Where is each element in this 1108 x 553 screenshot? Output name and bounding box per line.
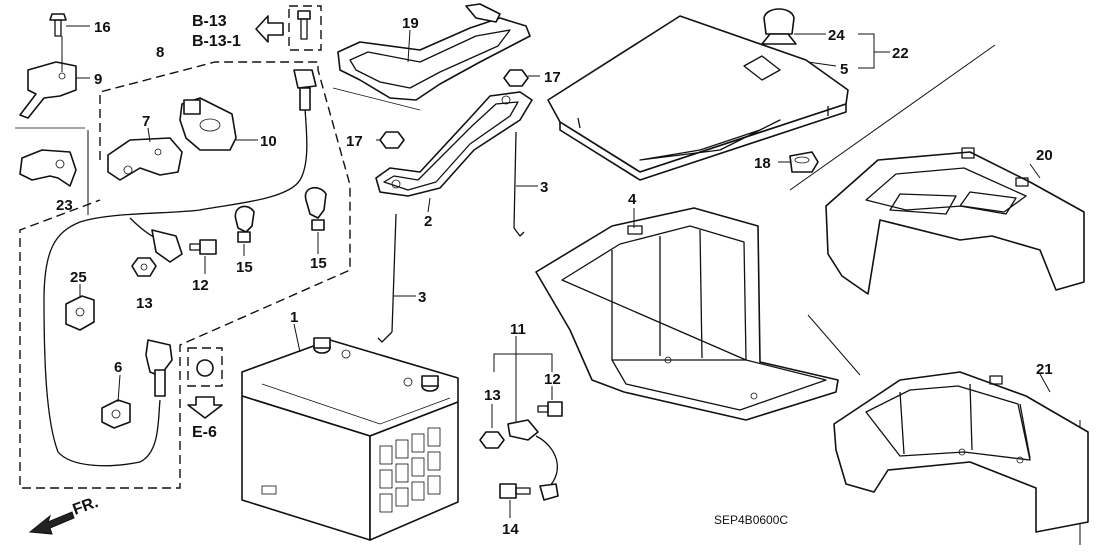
ref-e6: E-6 [192, 424, 217, 441]
nut-17-left [379, 131, 405, 149]
battery-rod-3-right [513, 131, 525, 237]
starter-cable-harness [43, 69, 317, 467]
bolt-14 [499, 483, 531, 499]
bolt-12-upper [189, 239, 217, 255]
ref-arrow-down-icon [187, 396, 223, 419]
nut-13-lower [479, 431, 505, 449]
bolt-icon [297, 10, 311, 40]
callout-13-upper: 13 [136, 295, 153, 312]
callout-1: 1 [290, 309, 298, 326]
callout-15-right: 15 [310, 255, 327, 272]
battery-hold-down-2 [375, 91, 533, 197]
battery-rod-3-left [377, 213, 397, 343]
callout-11: 11 [510, 321, 526, 338]
bolt-16 [49, 13, 67, 37]
clip-bracket-23 [19, 149, 77, 187]
nut-icon [196, 359, 214, 377]
callout-17-right: 17 [544, 69, 561, 86]
grommet-18 [789, 151, 819, 173]
battery-ground-cable-11 [507, 419, 559, 501]
svg-text:FR.: FR. [71, 494, 101, 519]
divider-line-right-1 [789, 44, 996, 191]
ref-box-nut [187, 347, 223, 387]
callout-23: 23 [56, 197, 73, 214]
callout-5: 5 [840, 61, 848, 78]
cable-clip-15-left [234, 205, 255, 243]
callout-19: 19 [402, 15, 419, 32]
callout-12-upper: 12 [192, 277, 209, 294]
diagram-code: SEP4B0600C [714, 513, 788, 527]
grommet-24 [761, 8, 797, 45]
battery-setting-plate-19 [337, 3, 531, 101]
terminal-bracket-7 [107, 137, 183, 181]
callout-20: 20 [1036, 147, 1053, 164]
callout-12-lower: 12 [544, 371, 561, 388]
cable-clip-6 [101, 399, 131, 429]
callout-22: 22 [892, 45, 909, 62]
callout-2: 2 [424, 213, 432, 230]
bolt-12-lower [537, 401, 563, 417]
front-arrow-icon: FR. [28, 494, 101, 535]
callout-4: 4 [628, 191, 637, 208]
callout-6: 6 [114, 359, 122, 376]
battery-1 [241, 337, 459, 541]
clip-bracket-9 [19, 36, 77, 119]
callout-3-left: 3 [418, 289, 426, 306]
callout-24: 24 [828, 27, 845, 44]
callout-7: 7 [142, 113, 150, 130]
battery-box-cover-5 [547, 15, 849, 181]
battery-box-lower-21 [833, 371, 1089, 533]
ref-arrow-left-icon [255, 15, 284, 43]
divider-line-top [332, 87, 421, 111]
callout-15-left: 15 [236, 259, 253, 276]
callout-14: 14 [502, 521, 519, 538]
terminal-cover-10 [179, 97, 237, 151]
callout-21: 21 [1036, 361, 1053, 378]
divider-line-right-2 [807, 314, 861, 376]
callout-8: 8 [156, 44, 164, 61]
nut-17-right [503, 69, 529, 87]
cable-clip-25 [65, 295, 95, 331]
callout-25: 25 [70, 269, 87, 286]
ref-box-bolt [288, 5, 322, 51]
ref-b13: B-13 [192, 13, 227, 30]
callout-9: 9 [94, 71, 102, 88]
callout-18: 18 [754, 155, 771, 172]
battery-box-upper-20 [825, 147, 1085, 295]
callout-13-lower: 13 [484, 387, 501, 404]
cable-clip-15-right [304, 187, 327, 231]
callout-16: 16 [94, 19, 111, 36]
callout-10: 10 [260, 133, 277, 150]
callout-17-left: 17 [346, 133, 363, 150]
nut-13-upper [131, 257, 157, 277]
ref-b13-1: B-13-1 [192, 33, 241, 50]
callout-labels: 16 9 8 7 10 23 13 12 15 15 25 6 19 17 17… [56, 15, 1053, 538]
callout-3-right: 3 [540, 179, 548, 196]
battery-box-4 [535, 207, 839, 421]
